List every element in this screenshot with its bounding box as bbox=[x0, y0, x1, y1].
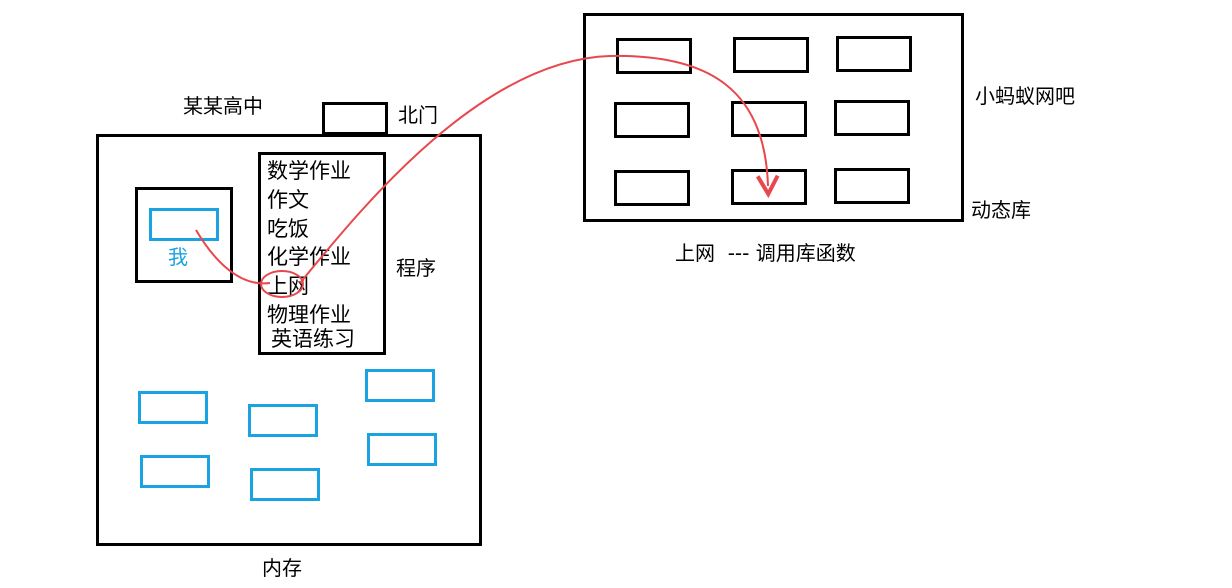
school-label: 某某高中 bbox=[183, 94, 263, 118]
program-item: 英语练习 bbox=[271, 327, 355, 351]
caption-label: 上网 --- 调用库函数 bbox=[675, 241, 856, 265]
me-label: 我 bbox=[168, 245, 188, 269]
library-function bbox=[834, 100, 910, 136]
memory-block bbox=[138, 391, 208, 424]
program-label: 程序 bbox=[396, 256, 436, 280]
library-function bbox=[731, 101, 807, 137]
library-function bbox=[836, 36, 912, 72]
memory-block bbox=[365, 369, 435, 402]
library-function bbox=[834, 168, 910, 204]
program-item: 作文 bbox=[267, 188, 309, 212]
north-gate-box bbox=[322, 102, 388, 135]
me-memory-block bbox=[149, 208, 219, 241]
north-gate-label: 北门 bbox=[398, 103, 438, 127]
memory-block bbox=[248, 404, 318, 437]
dynamic-lib-label: 动态库 bbox=[971, 198, 1031, 222]
library-function bbox=[614, 102, 690, 138]
program-list: 数学作业 作文 吃饭 化学作业 上网 物理作业 英语练习 bbox=[258, 152, 386, 355]
memory-block bbox=[140, 455, 210, 488]
library-function bbox=[616, 38, 692, 74]
program-item: 物理作业 bbox=[267, 303, 351, 327]
memory-block bbox=[367, 433, 437, 466]
netcafe-label: 小蚂蚁网吧 bbox=[975, 84, 1075, 108]
program-item: 数学作业 bbox=[267, 159, 351, 183]
library-function bbox=[614, 170, 690, 206]
library-function-target bbox=[731, 169, 807, 205]
program-item-surf: 上网 bbox=[267, 274, 309, 298]
memory-block bbox=[250, 468, 320, 501]
program-item: 化学作业 bbox=[267, 245, 351, 269]
library-function bbox=[733, 37, 809, 73]
memory-label: 内存 bbox=[262, 556, 302, 580]
memory-box bbox=[96, 134, 482, 546]
program-item: 吃饭 bbox=[267, 217, 309, 241]
